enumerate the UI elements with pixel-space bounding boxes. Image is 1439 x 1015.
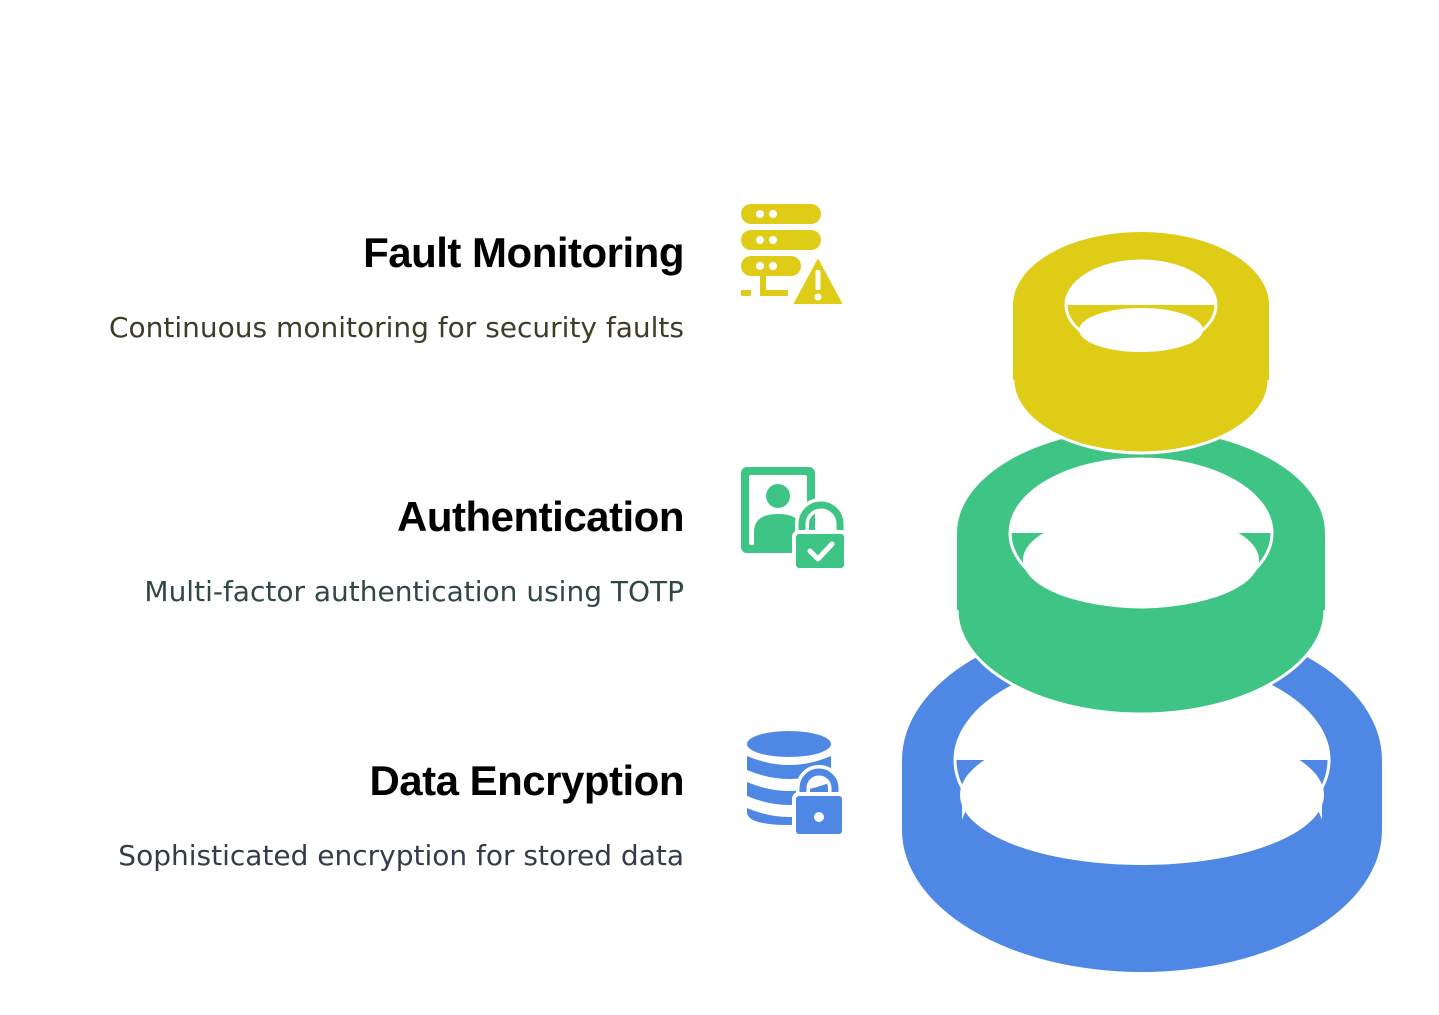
- layer-authentication: Authentication Multi-factor authenticati…: [4, 492, 684, 612]
- layer-description: Continuous monitoring for security fault…: [109, 311, 684, 344]
- layer-description: Multi-factor authentication using TOTP: [144, 575, 684, 608]
- ring-fault-monitoring: [1011, 232, 1271, 455]
- database-lock-icon: [745, 730, 846, 843]
- layer-data-encryption: Data Encryption Sophisticated encryption…: [4, 756, 684, 876]
- ring-data-encryption: [902, 618, 1382, 972]
- user-lock-icon: [740, 466, 848, 577]
- layer-description: Sophisticated encryption for stored data: [118, 839, 684, 872]
- ring-authentication: [955, 429, 1327, 716]
- layer-title: Authentication: [397, 493, 684, 540]
- layer-title: Data Encryption: [369, 757, 684, 804]
- layer-fault-monitoring: Fault Monitoring Continuous monitoring f…: [4, 228, 685, 348]
- layer-title: Fault Monitoring: [363, 229, 684, 276]
- server-warning-icon: [740, 202, 850, 315]
